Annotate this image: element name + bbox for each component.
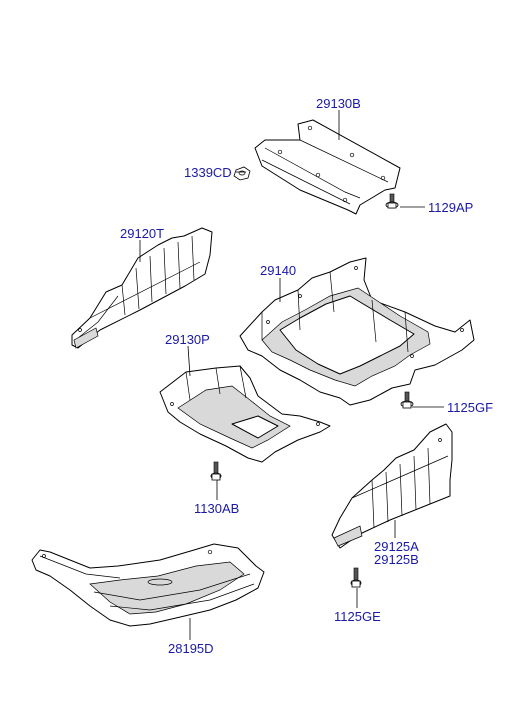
- part-label-29140[interactable]: 29140: [260, 263, 296, 278]
- part-label-1339cd[interactable]: 1339CD: [184, 165, 232, 180]
- leader-29130p: [187, 345, 191, 377]
- bolt-1130ab[interactable]: [210, 461, 222, 481]
- side-cover-29120t[interactable]: [71, 227, 213, 349]
- part-label-29120t[interactable]: 29120T: [120, 226, 164, 241]
- bolt-1125ge[interactable]: [350, 567, 362, 588]
- part-label-29125a[interactable]: 29125A: [374, 539, 419, 554]
- part-label-29130p[interactable]: 29130P: [165, 332, 210, 347]
- skid-plate-29130b[interactable]: [254, 119, 401, 215]
- part-label-1125ge[interactable]: 1125GE: [334, 609, 381, 624]
- part-label-29125b[interactable]: 29125B: [374, 552, 419, 567]
- part-label-28195d[interactable]: 28195D: [168, 641, 214, 656]
- side-cover-29125a[interactable]: [331, 423, 453, 549]
- bolt-1125gf[interactable]: [400, 391, 414, 409]
- nut-1339cd[interactable]: [233, 166, 251, 181]
- under-cover-29140[interactable]: [239, 257, 475, 406]
- skid-plate-29130p[interactable]: [159, 365, 331, 463]
- part-label-1125gf[interactable]: 1125GF: [447, 400, 493, 415]
- bolt-1129ap[interactable]: [385, 193, 399, 209]
- part-label-1129ap[interactable]: 1129AP: [428, 200, 473, 215]
- part-label-1130ab[interactable]: 1130AB: [194, 501, 239, 516]
- part-label-29130b[interactable]: 29130B: [316, 96, 361, 111]
- heat-protector-28195d[interactable]: [31, 543, 265, 627]
